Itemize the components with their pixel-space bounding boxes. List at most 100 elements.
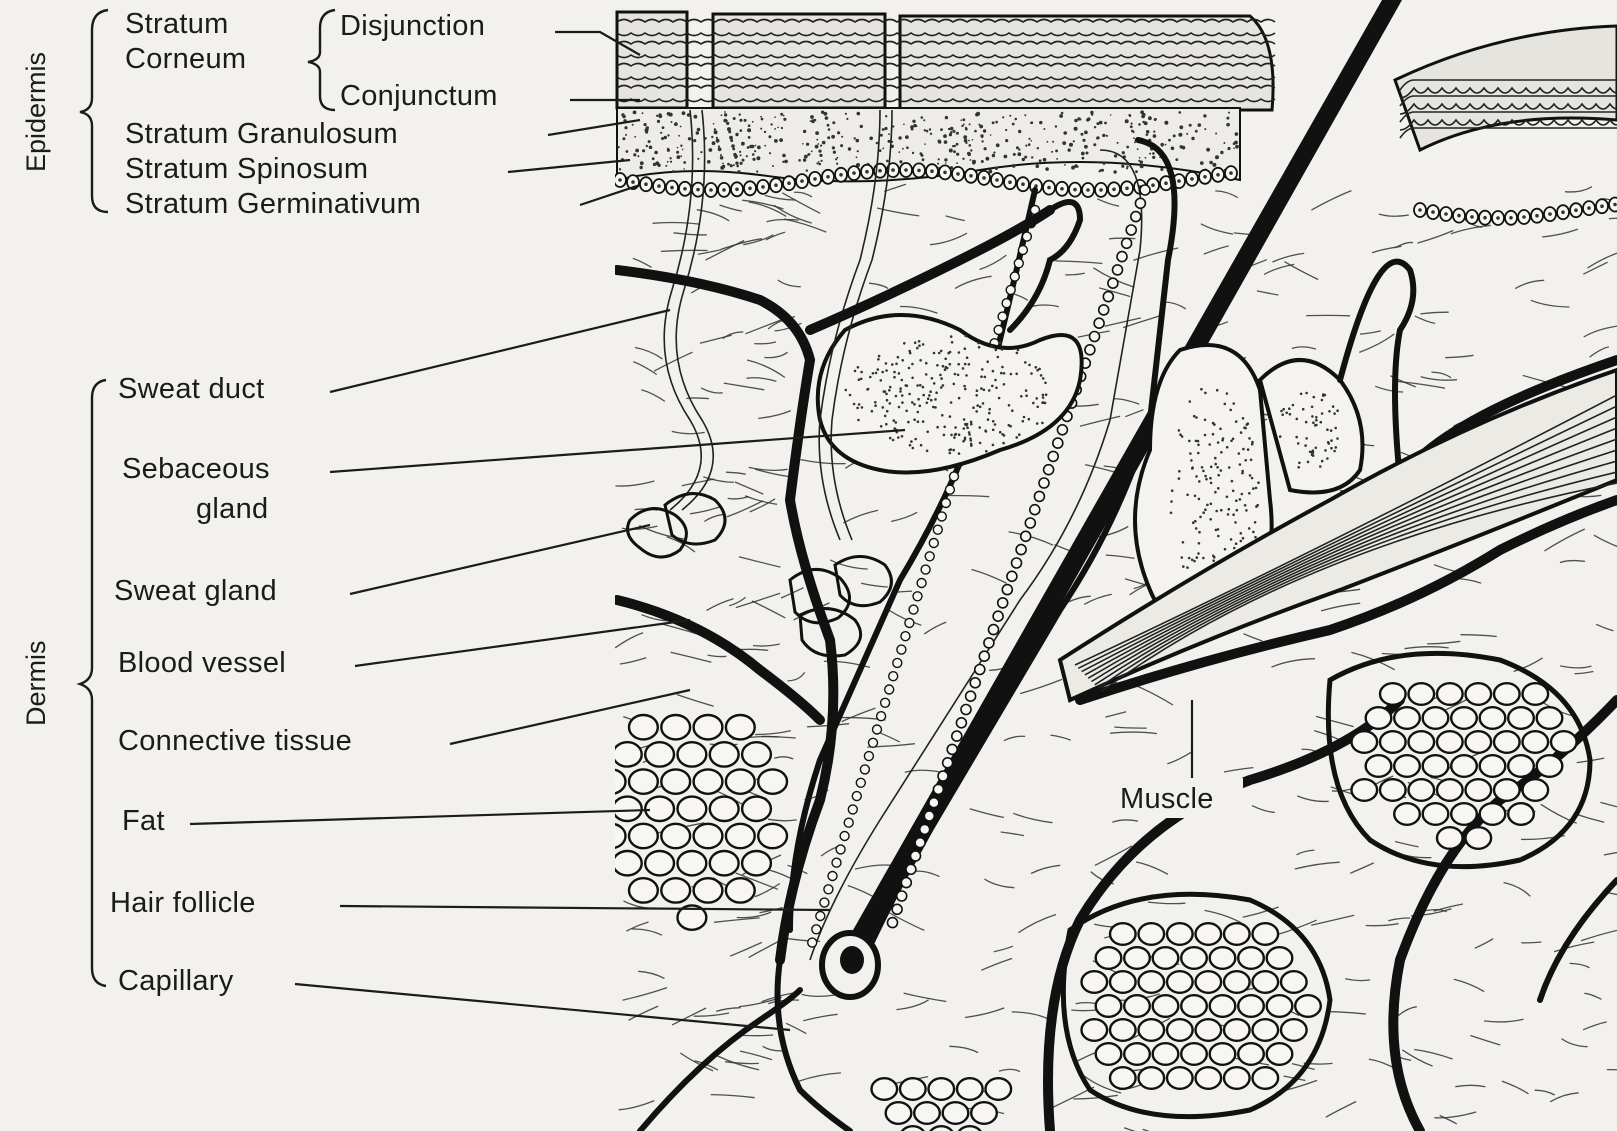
follicle-cell	[1094, 318, 1104, 328]
gland-dot	[994, 379, 997, 382]
fat-cell	[1210, 1043, 1236, 1065]
fat-cell	[1224, 923, 1250, 945]
gland-dot	[1189, 400, 1192, 403]
granule	[733, 153, 737, 157]
follicle-cell	[897, 645, 906, 654]
cell-nucleus	[1099, 188, 1103, 192]
gland-dot	[1244, 459, 1247, 462]
cell-nucleus	[1008, 180, 1012, 184]
gland-dot	[963, 427, 966, 430]
follicle-cell	[1048, 451, 1058, 461]
gland-dot	[1002, 442, 1005, 445]
fat-cell	[613, 797, 642, 821]
fat-cell	[986, 1078, 1012, 1100]
hatch-stroke	[930, 233, 967, 245]
granule	[943, 134, 947, 138]
fat-cell	[1380, 731, 1406, 753]
gland-dot	[861, 406, 864, 409]
granule	[711, 136, 713, 138]
gland-dot	[1236, 509, 1239, 512]
granule	[781, 127, 783, 129]
granule	[696, 131, 699, 134]
gland-dot	[1326, 428, 1329, 431]
gland-dot	[1312, 454, 1315, 457]
fat-cell	[1281, 1019, 1307, 1041]
gland-dot	[972, 406, 975, 409]
granule	[774, 116, 776, 118]
granule	[742, 159, 745, 162]
follicle-cell	[966, 691, 976, 701]
follicle-cell	[989, 625, 999, 635]
granule	[923, 119, 925, 121]
hatch-stroke	[1590, 347, 1609, 357]
granule	[956, 143, 959, 146]
granule	[950, 127, 954, 131]
granule	[783, 115, 785, 117]
granule	[718, 145, 720, 147]
hatch-stroke	[615, 633, 643, 648]
gland-dot	[1036, 406, 1039, 409]
gland-dot	[891, 363, 894, 366]
granule	[1226, 117, 1229, 120]
fat-cell	[1167, 1067, 1193, 1089]
granule	[707, 160, 711, 164]
gland-dot	[1295, 436, 1298, 439]
gland-dot	[1189, 452, 1192, 455]
gland-dot	[992, 370, 995, 373]
granule	[718, 147, 722, 151]
gland-dot	[968, 433, 971, 436]
follicle-cell	[1057, 425, 1067, 435]
granule	[831, 135, 835, 139]
gland-dot	[898, 406, 901, 409]
gland-dot	[905, 384, 908, 387]
granule	[1138, 123, 1141, 126]
hatch-stroke	[1252, 806, 1275, 813]
hatch-stroke	[1311, 915, 1354, 925]
granule	[1204, 128, 1206, 130]
hatch-stroke	[1167, 751, 1192, 763]
hatch-stroke	[725, 1062, 759, 1064]
gland-dot	[981, 368, 984, 371]
gland-dot	[1008, 404, 1011, 407]
granule	[806, 143, 809, 146]
follicle-cell	[941, 499, 950, 508]
gland-dot	[1314, 424, 1317, 427]
gland-dot	[1011, 409, 1014, 412]
gland-dot	[1016, 352, 1019, 355]
granule	[828, 128, 831, 131]
gland-dot	[908, 393, 911, 396]
granule	[1144, 121, 1148, 125]
gland-dot	[1322, 393, 1325, 396]
hatch-stroke	[1461, 635, 1497, 637]
granule	[815, 145, 819, 149]
hatch-stroke	[1420, 312, 1448, 314]
fat-cell	[1082, 971, 1108, 993]
follicle-cell	[925, 552, 934, 561]
label-stratum-granulosum: Stratum Granulosum	[125, 118, 398, 150]
fat-cell	[886, 1102, 912, 1124]
granule	[1133, 137, 1135, 139]
gland-dot	[1204, 419, 1207, 422]
fat-cell	[742, 797, 771, 821]
hatch-stroke	[633, 362, 657, 375]
granule	[683, 161, 686, 164]
granule	[716, 139, 719, 142]
granule	[1152, 156, 1155, 159]
granule	[820, 145, 822, 147]
follicle-cell	[993, 611, 1003, 621]
granule	[1195, 130, 1198, 133]
follicle-cell	[938, 771, 948, 781]
gland-dot	[935, 391, 938, 394]
granule	[945, 116, 948, 119]
fat-cell	[1153, 1043, 1179, 1065]
gland-dot	[1229, 409, 1232, 412]
hatch-stroke	[1271, 659, 1315, 668]
follicle-cell	[1002, 299, 1011, 308]
gland-dot	[1181, 435, 1184, 438]
fat-cell	[1437, 683, 1463, 705]
gland-dot	[1188, 557, 1191, 560]
gland-dot	[958, 397, 961, 400]
granule	[1002, 116, 1004, 118]
granule	[1149, 153, 1151, 155]
gland-dot	[901, 359, 904, 362]
